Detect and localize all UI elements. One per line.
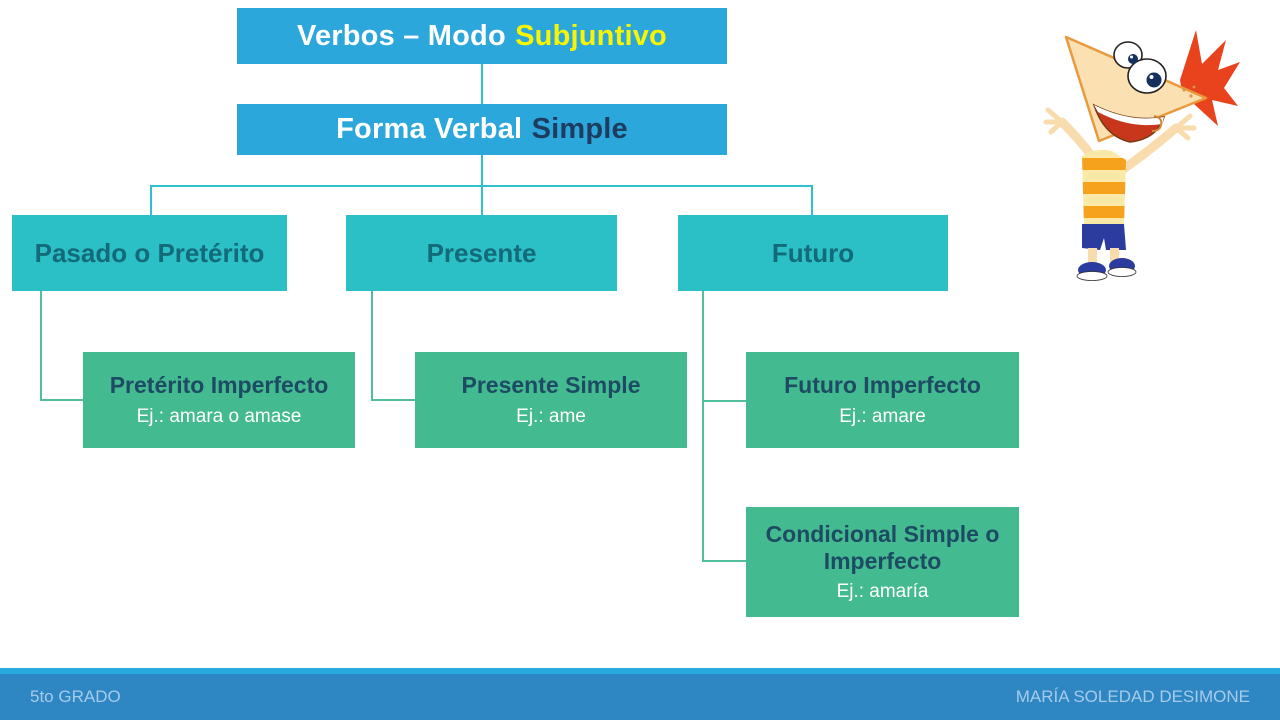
subtitle-main-text: Forma Verbal <box>336 113 523 145</box>
branch-box-futuro: Futuro <box>678 215 948 291</box>
connector-futuro-elbow-2 <box>702 560 746 562</box>
subtitle-accent-text: Simple <box>531 113 628 145</box>
connector-futuro-down <box>702 291 704 562</box>
footer-grade-text: 5to GRADO <box>30 687 121 706</box>
branch-label: Pasado o Pretérito <box>34 237 265 268</box>
leaf-example: Ej.: ame <box>516 405 586 427</box>
connector-pasado-elbow <box>40 399 83 401</box>
connector-presente-elbow <box>371 399 415 401</box>
footer-accent-strip <box>0 668 1280 674</box>
leaf-example: Ej.: amaría <box>836 580 929 602</box>
subtitle-box: Forma Verbal Simple <box>237 104 727 155</box>
leaf-example: Ej.: amara o amase <box>136 405 302 427</box>
branch-box-presente: Presente <box>346 215 617 291</box>
leaf-title: Futuro Imperfecto <box>784 372 981 399</box>
footer-bar: 5to GRADO MARÍA SOLEDAD DESIMONE <box>0 674 1280 720</box>
leaf-example: Ej.: amare <box>839 405 926 427</box>
title-box: Verbos – Modo Subjuntivo <box>237 8 727 64</box>
branch-box-pasado: Pasado o Pretérito <box>12 215 287 291</box>
leaf-title: Pretérito Imperfecto <box>109 372 329 399</box>
connector-futuro-elbow-1 <box>702 400 746 402</box>
leaf-box-presente-simple: Presente Simple Ej.: ame <box>415 352 687 448</box>
leaf-box-preterito-imperfecto: Pretérito Imperfecto Ej.: amara o amase <box>83 352 355 448</box>
title-accent-text: Subjuntivo <box>515 19 667 52</box>
connector-pasado-down <box>40 291 42 401</box>
branch-label: Presente <box>426 237 537 268</box>
branch-label: Futuro <box>771 237 855 268</box>
connector-drop-futuro <box>811 185 813 215</box>
leaf-box-futuro-imperfecto: Futuro Imperfecto Ej.: amare <box>746 352 1019 448</box>
connector-drop-presente <box>481 185 483 215</box>
leaf-title: Condicional Simple o Imperfecto <box>765 521 1000 574</box>
leaf-box-condicional: Condicional Simple o Imperfecto Ej.: ama… <box>746 507 1019 617</box>
connector-subtitle-to-rail <box>481 155 483 186</box>
connector-title-to-subtitle <box>481 64 483 104</box>
title-main-text: Verbos – Modo <box>297 19 506 52</box>
connector-drop-pasado <box>150 185 152 215</box>
leaf-title: Presente Simple <box>461 372 641 399</box>
connector-presente-down <box>371 291 373 401</box>
phineas-cartoon-image <box>1043 30 1240 281</box>
footer-author-text: MARÍA SOLEDAD DESIMONE <box>1015 687 1250 706</box>
